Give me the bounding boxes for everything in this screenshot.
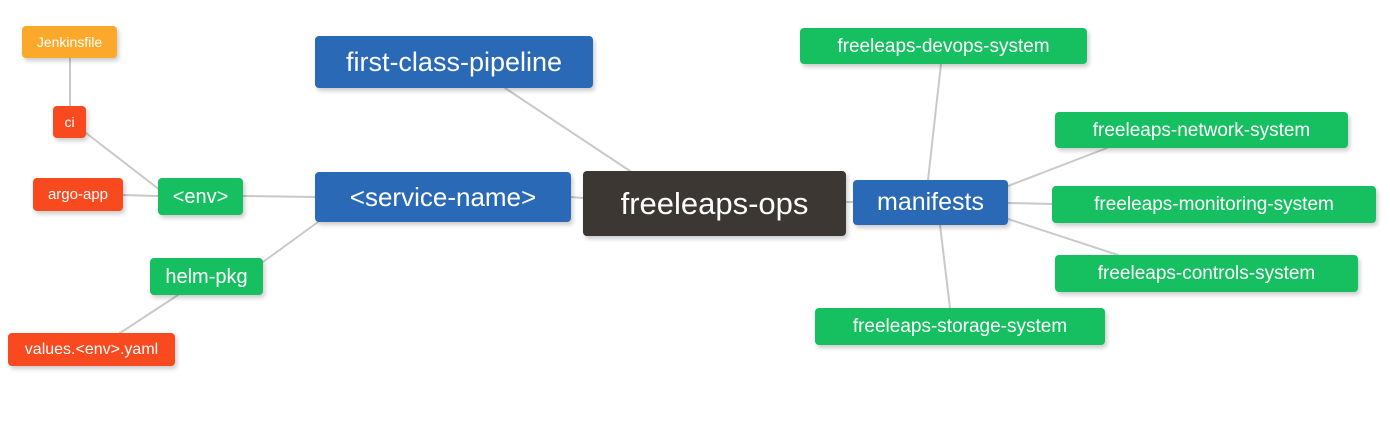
edge-env-to-service-name [242,195,316,198]
edge-manifests-to-freeleaps-controls-system [1007,218,1119,256]
edge-manifests-to-freeleaps-storage-system [939,224,951,309]
edge-service-name-to-freeleaps-ops [570,196,584,199]
node-label-freeleaps-monitoring-system: freeleaps-monitoring-system [1094,194,1334,215]
node-ci[interactable]: ci [53,106,86,138]
node-label-freeleaps-controls-system: freeleaps-controls-system [1097,263,1316,284]
node-label-freeleaps-network-system: freeleaps-network-system [1092,119,1311,141]
edge-helm-pkg-to-values-env-yaml [119,294,179,334]
node-argo-app[interactable]: argo-app [33,178,123,211]
node-label-service-name: <service-name> [349,182,537,212]
node-label-freeleaps-storage-system: freeleaps-storage-system [852,316,1068,337]
node-label-freeleaps-ops: freeleaps-ops [620,186,809,221]
node-label-ci: ci [64,114,75,130]
edge-manifests-to-freeleaps-network-system [1007,147,1108,187]
node-values-env-yaml[interactable]: values.<env>.yaml [8,333,175,366]
node-freeleaps-monitoring-system[interactable]: freeleaps-monitoring-system [1052,186,1376,223]
node-label-helm-pkg: helm-pkg [165,265,248,288]
edge-manifests-to-freeleaps-devops-system [927,63,942,181]
node-manifests[interactable]: manifests [853,180,1008,225]
edge-first-class-pipeline-to-freeleaps-ops [504,87,631,172]
node-freeleaps-ops[interactable]: freeleaps-ops [583,171,846,236]
node-first-class-pipeline[interactable]: first-class-pipeline [315,36,593,88]
node-freeleaps-storage-system[interactable]: freeleaps-storage-system [815,308,1105,345]
node-freeleaps-controls-system[interactable]: freeleaps-controls-system [1055,255,1358,292]
node-label-first-class-pipeline: first-class-pipeline [345,46,563,77]
node-label-values-env-yaml: values.<env>.yaml [24,340,159,358]
node-label-manifests: manifests [877,188,984,216]
node-freeleaps-network-system[interactable]: freeleaps-network-system [1055,112,1348,148]
node-jenkinsfile[interactable]: Jenkinsfile [22,26,117,58]
node-label-freeleaps-devops-system: freeleaps-devops-system [837,35,1050,57]
edge-argo-app-to-env [122,194,159,197]
node-env[interactable]: <env> [158,178,243,215]
edge-manifests-to-freeleaps-monitoring-system [1007,202,1053,205]
node-label-argo-app: argo-app [47,186,109,203]
node-label-env: <env> [172,185,229,208]
node-service-name[interactable]: <service-name> [315,172,571,222]
edge-service-name-to-helm-pkg [262,221,319,263]
node-freeleaps-devops-system[interactable]: freeleaps-devops-system [800,28,1087,64]
node-helm-pkg[interactable]: helm-pkg [150,258,263,295]
node-label-jenkinsfile: Jenkinsfile [36,34,103,50]
